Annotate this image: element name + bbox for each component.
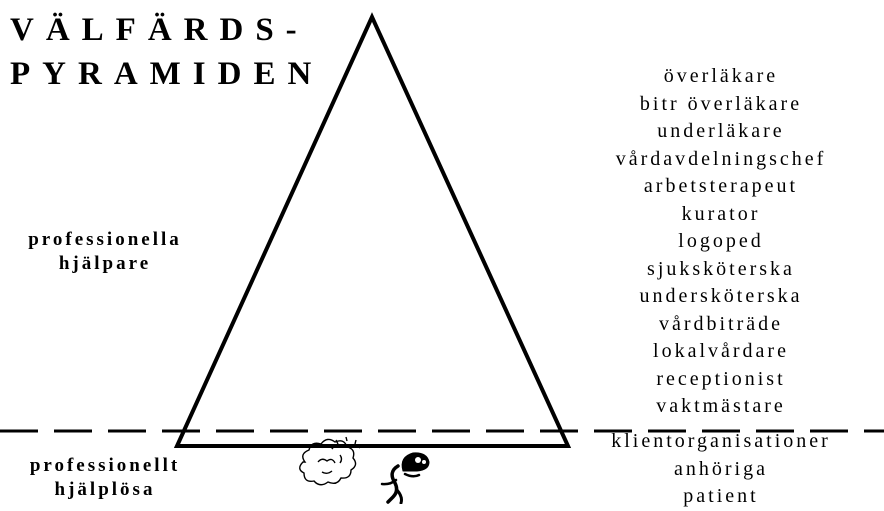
role-item: undersköterska [586,283,856,311]
role-item: bitr överläkare [586,91,856,119]
role-item: sjuksköterska [586,256,856,284]
group-item: klientorganisationer [586,428,856,456]
role-item: vårdbiträde [586,311,856,339]
role-item: överläkare [586,63,856,91]
role-item: lokalvårdare [586,338,856,366]
role-item: vaktmästare [586,393,856,421]
role-item: kurator [586,201,856,229]
role-item: underläkare [586,118,856,146]
role-item: logoped [586,228,856,256]
group-item: patient [586,483,856,511]
group-item: anhöriga [586,456,856,484]
role-item: vårdavdelningschef [586,146,856,174]
role-item: receptionist [586,366,856,394]
pyramid-triangle [177,17,568,446]
falling-person-icon [382,453,429,503]
role-item: arbetsterapeut [586,173,856,201]
